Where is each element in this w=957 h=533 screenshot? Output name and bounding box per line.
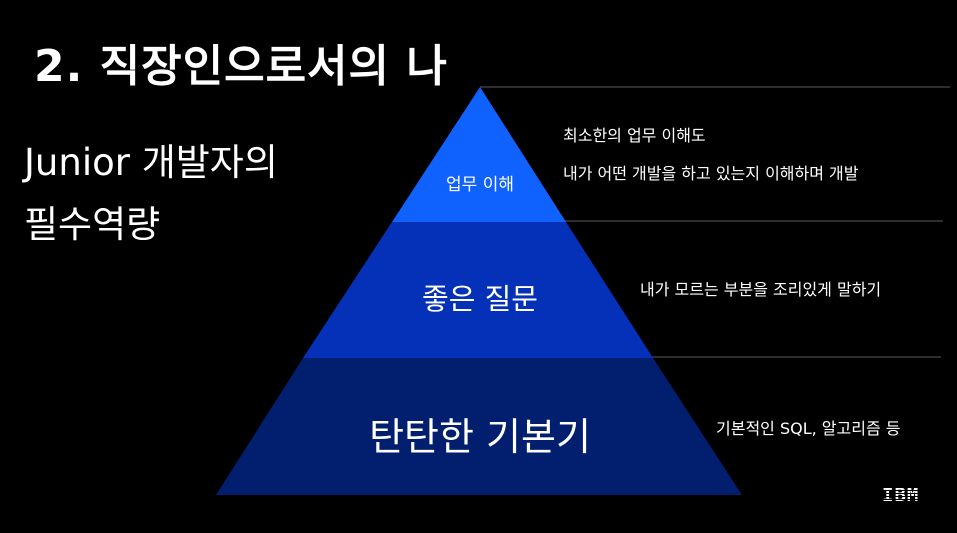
tier-label-bottom: 탄탄한 기본기	[369, 415, 591, 459]
ibm-logo-text: IBM	[882, 484, 920, 506]
subtitle: Junior 개발자의 필수역량	[24, 132, 278, 256]
ibm-logo: IBM	[882, 485, 934, 505]
pyramid-tier-top	[392, 87, 566, 222]
tier-middle-description: 내가 모르는 부분을 조리있게 말하기	[640, 280, 882, 299]
subtitle-line-1: Junior 개발자의	[24, 141, 278, 184]
tier-label-middle: 좋은 질문	[422, 282, 538, 316]
pyramid-tier-middle	[303, 222, 653, 358]
slide-title: 2. 직장인으로서의 나	[34, 41, 448, 92]
tier-top-description-2: 내가 어떤 개발을 하고 있는지 이해하며 개발	[563, 164, 859, 183]
tier-label-top: 업무 이해	[446, 175, 514, 195]
tier-top-description-1: 최소한의 업무 이해도	[563, 126, 706, 145]
tier-bottom-description: 기본적인 SQL, 알고리즘 등	[716, 419, 901, 438]
pyramid-tier-bottom	[216, 358, 742, 495]
subtitle-line-2: 필수역량	[24, 203, 161, 246]
